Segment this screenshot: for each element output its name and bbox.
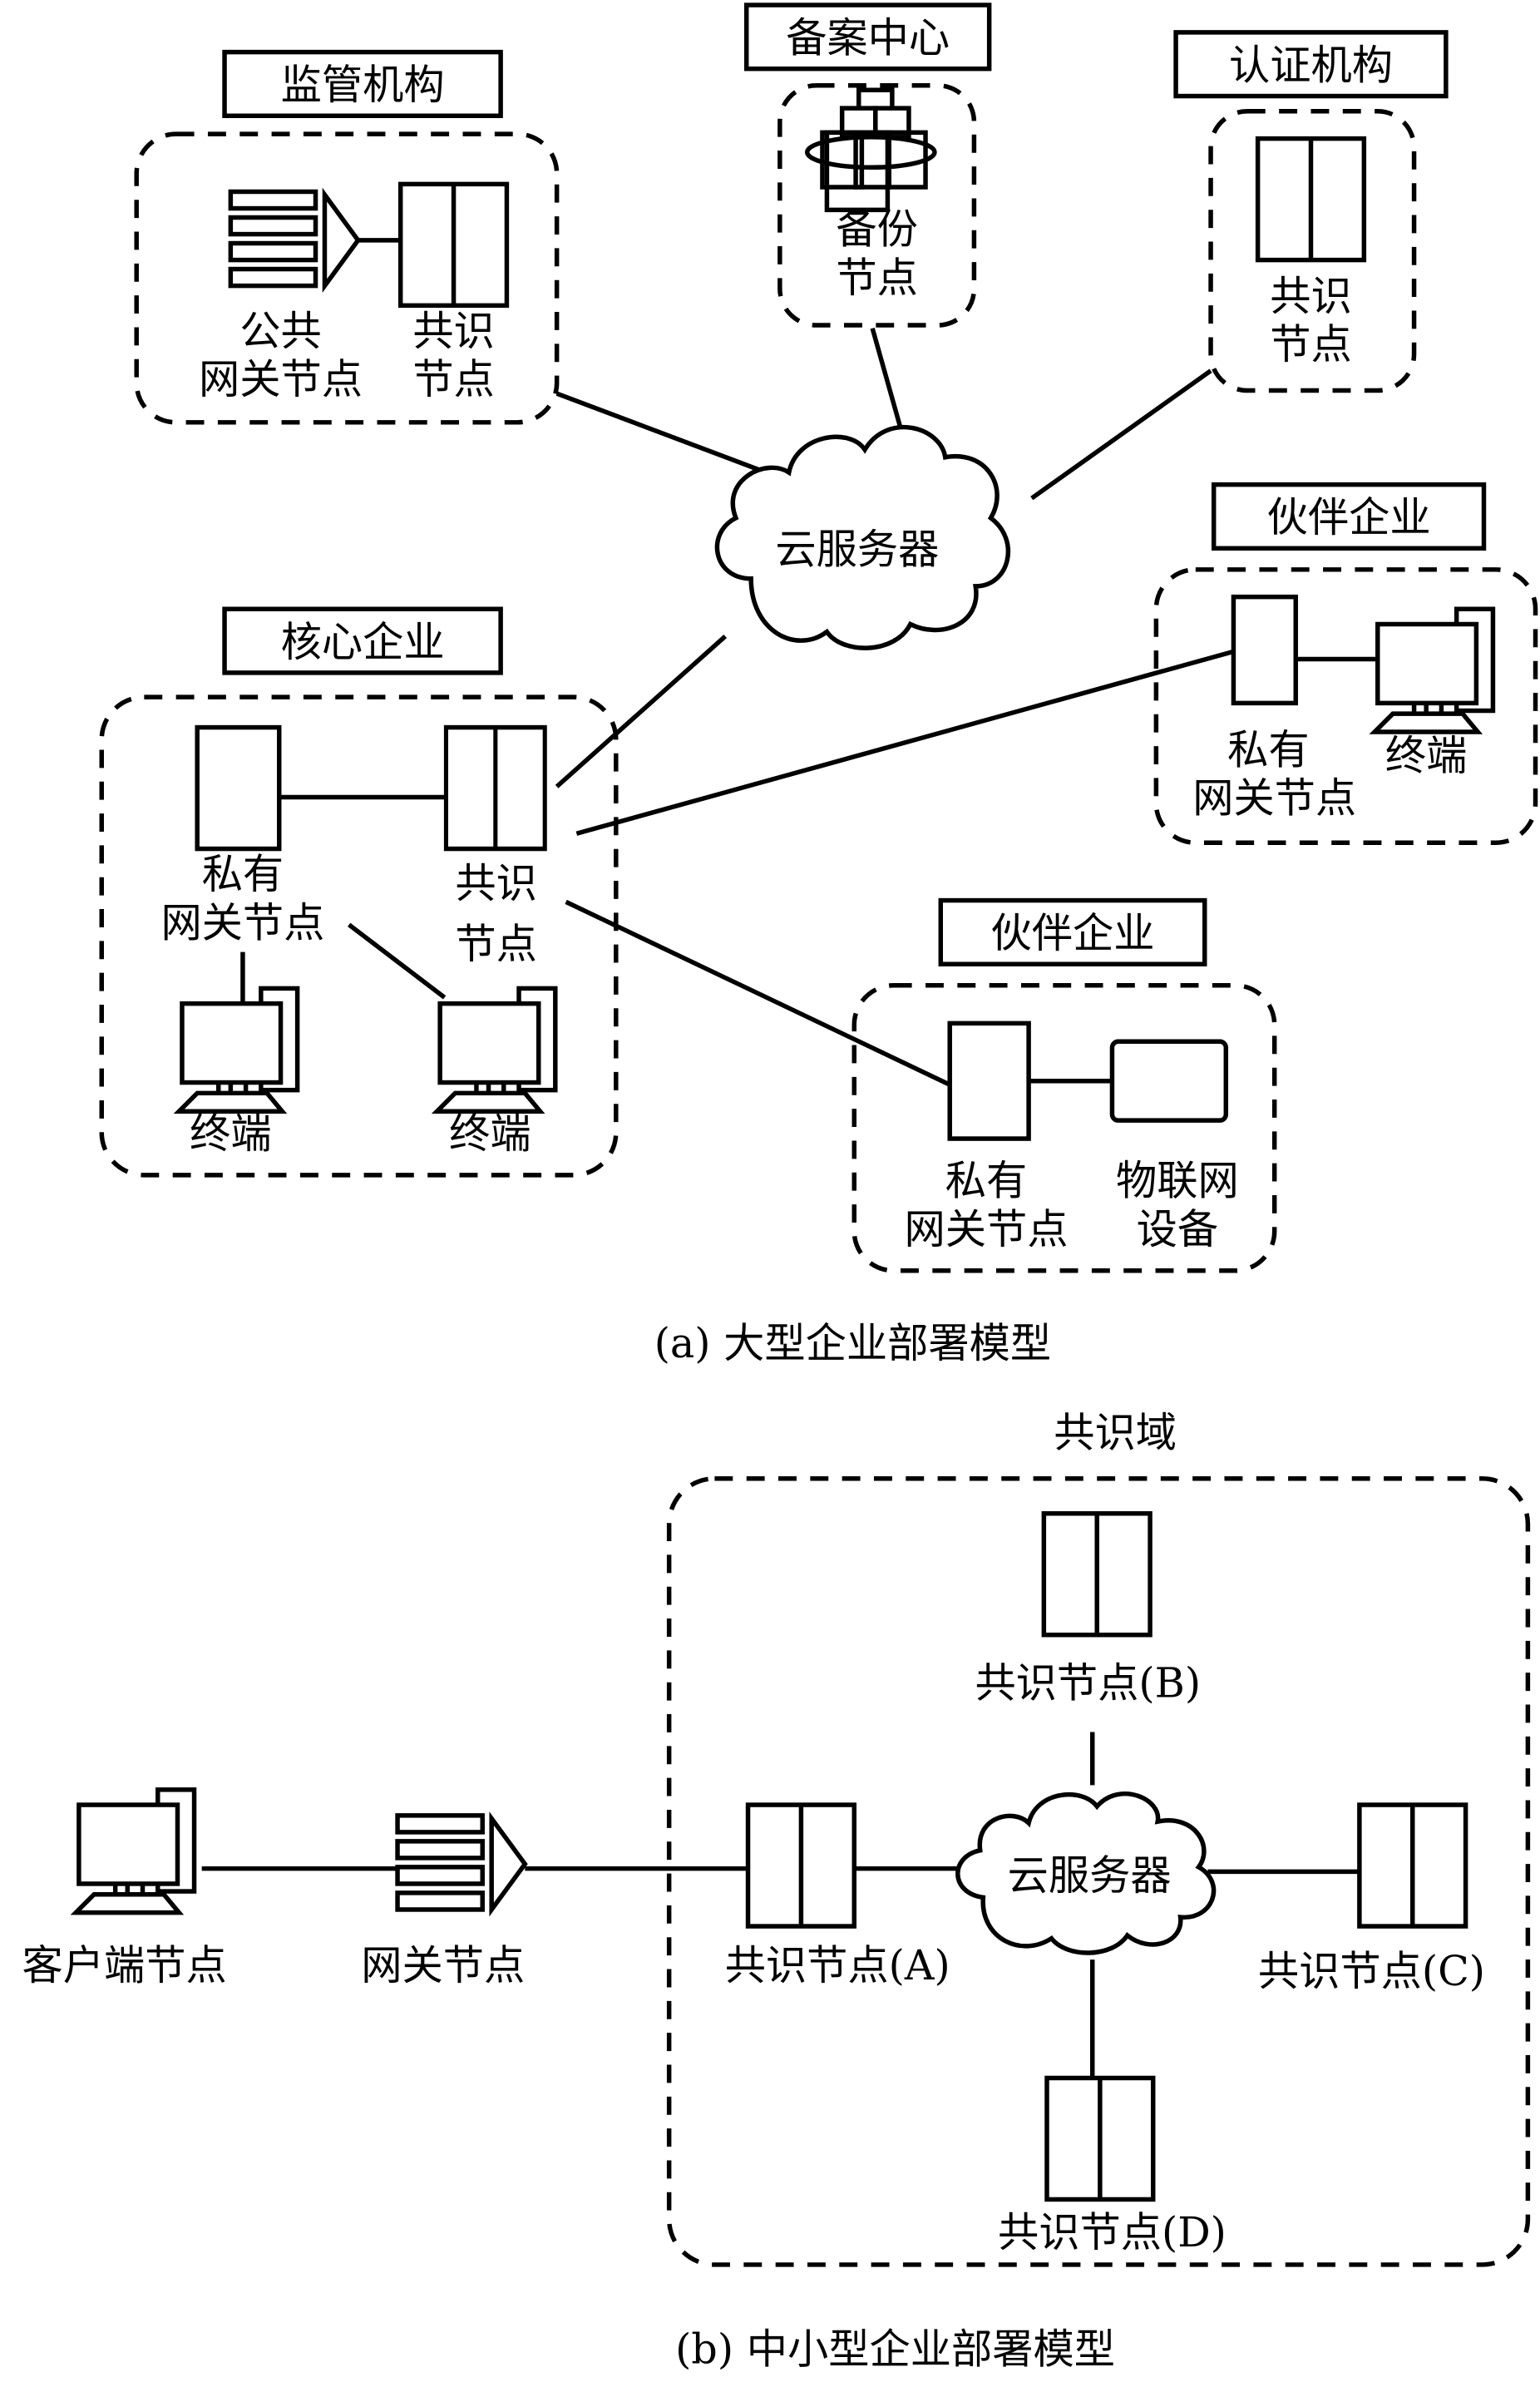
backup-label-2: 节点 [836,254,918,302]
consensus-node-d-label: 共识节点(D) [998,2208,1227,2256]
iot-label-2: 设备 [1137,1205,1219,1253]
cert-consensus-label-1: 共识 [1270,272,1352,320]
partner2-boundary [851,983,1277,1273]
link-core-partner1 [575,649,1235,836]
regulator-boundary [134,131,560,425]
cloud-server-a: 云服务器 [717,427,1008,649]
cert-boundary [1208,109,1417,393]
terminal-icon [1375,609,1493,732]
diagram-a: 云服务器 监管机构 公共 网关节点 共识 节点 备案中心 [99,2,1538,1367]
filing-center-group: 备案中心 备份 节点 [743,2,992,328]
private-gateway-icon [1231,594,1298,706]
link-core-partner2 [565,899,950,1086]
partner2-title-box [938,897,1207,966]
private-gateway-icon [947,1021,1031,1141]
partner1-group: 伙伴企业 私有 网关节点 终端 [1153,482,1538,845]
cloud-label: 云服务器 [775,526,939,574]
terminal-label-2: 终端 [449,1109,531,1158]
link-cert-cloud [1030,368,1212,501]
private-gateway-icon [195,724,282,852]
consensus-node-icon [401,184,507,305]
partner2-gateway-label-2: 网关节点 [905,1205,1069,1253]
consensus-node-icon [446,728,545,849]
filing-title: 备案中心 [786,14,950,62]
diagram-b: 共识域 云服务器 客户端节点 网关节点 共识节点(A) 共识节点(B) 共识节点… [22,1408,1531,2374]
public-gateway-label-1: 公共 [239,307,322,355]
consensus-node-icon [1258,139,1365,260]
caption-a: (a) 大型企业部署模型 [654,1319,1051,1367]
cert-title: 认证机构 [1229,41,1393,89]
terminal-icon [179,988,297,1111]
cert-authority-group: 认证机构 共识 节点 [1173,30,1449,393]
consensus-label-1: 共识 [412,307,494,355]
partner2-gateway-label-1: 私有 [945,1157,1028,1205]
terminal-icon [437,988,555,1111]
iot-label-1: 物联网 [1116,1157,1239,1205]
backup-node-icon [804,87,937,213]
backup-label-1: 备份 [836,205,918,254]
core-title: 核心企业 [281,618,445,666]
public-gateway-icon [230,191,358,285]
link-core-cloud [555,635,727,788]
partner1-boundary [1153,567,1538,845]
partner1-gateway-label-2: 网关节点 [1192,774,1356,823]
terminal-label-1: 终端 [190,1109,272,1158]
filing-boundary [777,83,977,328]
connections-a [555,327,1235,1086]
client-node-label: 客户端节点 [22,1941,226,1989]
consensus-node-a-label: 共识节点(A) [725,1941,950,1989]
consensus-node-a-icon [748,1805,855,1926]
core-gateway-label-2: 网关节点 [160,898,324,946]
consensus-node-d-icon [1047,2078,1153,2199]
partner1-terminal-label: 终端 [1385,732,1468,780]
core-consensus-label-1: 共识 [455,859,537,907]
regulator-title: 监管机构 [281,61,445,109]
filing-title-box [743,2,992,72]
caption-b: (b) 中小型企业部署模型 [675,2325,1115,2374]
cloud-label-b: 云服务器 [1008,1851,1172,1900]
cert-consensus-label-2: 节点 [1270,320,1352,368]
public-gateway-label-2: 网关节点 [199,355,363,403]
cert-title-box [1173,30,1449,99]
core-gateway-label-1: 私有 [202,850,284,898]
partner1-title-box [1211,482,1487,551]
client-terminal-icon [76,1790,194,1913]
consensus-node-b-label: 共识节点(B) [975,1659,1201,1707]
core-title-box [222,606,503,675]
regulator-title-box [222,49,503,118]
iot-device-icon [1109,1039,1229,1123]
partner2-group: 伙伴企业 私有 网关节点 物联网 设备 [851,897,1277,1273]
link-regulator-cloud [555,391,768,475]
consensus-node-c-label: 共识节点(C) [1258,1947,1485,1995]
gateway-node-label: 网关节点 [361,1941,525,1989]
cloud-server-b: 云服务器 [958,1794,1214,1953]
partner1-gateway-label-1: 私有 [1227,725,1310,773]
consensus-domain-label: 共识域 [1054,1408,1177,1456]
core-enterprise-group: 核心企业 私有 网关节点 共识 节点 终端 终端 [99,606,619,1178]
consensus-domain-boundary [666,1476,1531,2267]
regulator-group: 监管机构 公共 网关节点 共识 节点 [134,49,560,425]
gateway-icon [397,1816,525,1910]
consensus-node-b-icon [1044,1514,1150,1635]
consensus-node-c-icon [1360,1805,1466,1926]
core-consensus-label-2: 节点 [455,920,537,968]
partner1-title: 伙伴企业 [1267,493,1431,541]
consensus-label-2: 节点 [412,355,494,403]
partner2-title: 伙伴企业 [991,909,1155,957]
